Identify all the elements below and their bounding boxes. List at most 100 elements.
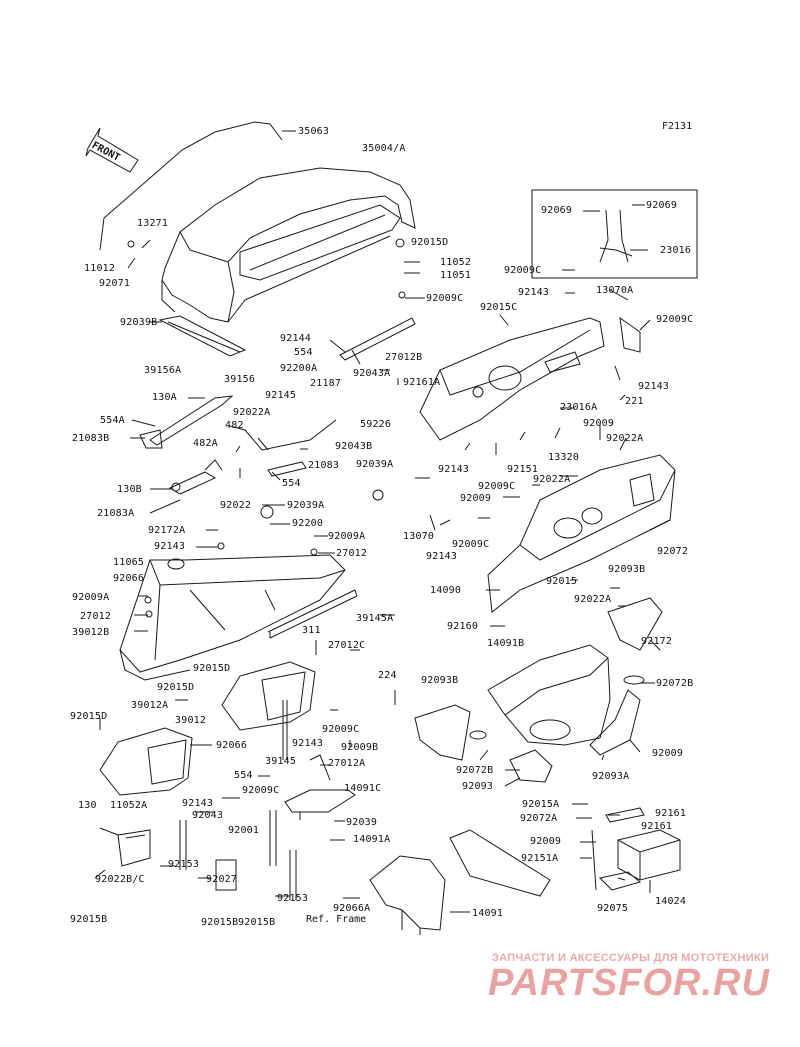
part-label[interactable]: 92075: [597, 903, 629, 914]
part-label[interactable]: 311: [302, 625, 321, 636]
part-label[interactable]: 92071: [99, 278, 131, 289]
part-label[interactable]: 21083A: [97, 508, 135, 519]
part-label[interactable]: 27012: [80, 611, 112, 622]
part-label[interactable]: 92015B: [201, 917, 239, 928]
part-label[interactable]: 92143: [292, 738, 324, 749]
part-label[interactable]: 92072B: [656, 678, 694, 689]
part-label[interactable]: 11065: [113, 557, 145, 568]
part-label[interactable]: 92043: [192, 810, 224, 821]
part-label[interactable]: 92143: [182, 798, 214, 809]
part-label[interactable]: 92066: [216, 740, 248, 751]
part-label[interactable]: 92039: [346, 817, 378, 828]
part-label[interactable]: 92009C: [452, 539, 490, 550]
part-label[interactable]: 482: [225, 420, 244, 431]
part-label[interactable]: 92066A: [333, 903, 371, 914]
part-label[interactable]: 92200: [292, 518, 324, 529]
part-label[interactable]: 92015D: [157, 682, 195, 693]
part-label[interactable]: 92043B: [335, 441, 373, 452]
part-label[interactable]: 92072B: [456, 765, 494, 776]
part-label[interactable]: 92072: [657, 546, 689, 557]
part-label[interactable]: 92022A: [533, 474, 571, 485]
part-label[interactable]: 92069: [646, 200, 678, 211]
part-label[interactable]: 92015A: [522, 799, 560, 810]
part-label[interactable]: 92143: [638, 381, 670, 392]
part-label[interactable]: 130: [78, 800, 97, 811]
part-label[interactable]: 92009C: [478, 481, 516, 492]
part-label[interactable]: 27012B: [385, 352, 423, 363]
part-label[interactable]: 92066: [113, 573, 145, 584]
part-label[interactable]: 13070A: [596, 285, 634, 296]
part-label[interactable]: 39156A: [144, 365, 182, 376]
part-label[interactable]: 92151: [507, 464, 539, 475]
part-label[interactable]: 92015D: [411, 237, 449, 248]
part-label[interactable]: 39145: [265, 756, 297, 767]
part-label[interactable]: 27012: [336, 548, 368, 559]
part-label[interactable]: 92172A: [148, 525, 186, 536]
part-label[interactable]: 482A: [193, 438, 218, 449]
part-label[interactable]: 92093: [462, 781, 494, 792]
part-label[interactable]: 92022A: [574, 594, 612, 605]
part-label[interactable]: 39012: [175, 715, 207, 726]
part-label[interactable]: 92161A: [403, 377, 441, 388]
part-label[interactable]: 92009: [583, 418, 615, 429]
part-label[interactable]: 92143: [438, 464, 470, 475]
part-label[interactable]: 92015: [546, 576, 578, 587]
part-label[interactable]: 13070: [403, 531, 435, 542]
part-label[interactable]: 92172: [641, 636, 673, 647]
part-label[interactable]: 23016A: [560, 402, 598, 413]
part-label[interactable]: 27012A: [328, 758, 366, 769]
part-label[interactable]: 92009C: [504, 265, 542, 276]
part-label[interactable]: 92022B/C: [95, 874, 145, 885]
part-label[interactable]: 92015B: [70, 914, 108, 925]
part-label[interactable]: 14091B: [487, 638, 525, 649]
part-label[interactable]: 130A: [152, 392, 177, 403]
part-label[interactable]: 92093A: [592, 771, 630, 782]
part-label[interactable]: 221: [625, 396, 644, 407]
part-label[interactable]: 11052: [440, 257, 472, 268]
part-label[interactable]: 92015D: [70, 711, 108, 722]
part-label[interactable]: 92144: [280, 333, 312, 344]
part-label[interactable]: 23016: [660, 245, 692, 256]
part-label[interactable]: 35063: [298, 126, 330, 137]
part-label[interactable]: 92022A: [233, 407, 271, 418]
part-label[interactable]: 14091C: [344, 783, 382, 794]
part-label[interactable]: 554: [282, 478, 301, 489]
part-label[interactable]: 92153: [168, 859, 200, 870]
part-label[interactable]: 130B: [117, 484, 142, 495]
part-label[interactable]: 92151A: [521, 853, 559, 864]
part-label[interactable]: 21083B: [72, 433, 110, 444]
part-label[interactable]: 39012B: [72, 627, 110, 638]
part-label[interactable]: 11052A: [110, 800, 148, 811]
part-label[interactable]: 21187: [310, 378, 342, 389]
part-label[interactable]: 92015B: [238, 917, 276, 928]
part-label[interactable]: 11012: [84, 263, 116, 274]
part-label[interactable]: 92093B: [421, 675, 459, 686]
part-label[interactable]: 92009B: [341, 742, 379, 753]
part-label[interactable]: 92069: [541, 205, 573, 216]
part-label[interactable]: 92039A: [287, 500, 325, 511]
part-label[interactable]: 13271: [137, 218, 169, 229]
part-label[interactable]: 92022A: [606, 433, 644, 444]
part-label[interactable]: 14091: [472, 908, 504, 919]
part-label[interactable]: 27012C: [328, 640, 366, 651]
part-label[interactable]: 92143: [518, 287, 550, 298]
part-label[interactable]: 554A: [100, 415, 125, 426]
part-label[interactable]: 92009: [460, 493, 492, 504]
part-label[interactable]: 92015D: [193, 663, 231, 674]
part-label[interactable]: 39145A: [356, 613, 394, 624]
part-label[interactable]: 92093B: [608, 564, 646, 575]
part-label[interactable]: 554: [234, 770, 253, 781]
part-label[interactable]: 92039B: [120, 317, 158, 328]
part-label[interactable]: 92161: [641, 821, 673, 832]
part-label[interactable]: 92160: [447, 621, 479, 632]
part-label[interactable]: 92009: [530, 836, 562, 847]
part-label[interactable]: 92015C: [480, 302, 518, 313]
part-label[interactable]: 14091A: [353, 834, 391, 845]
part-label[interactable]: 92143: [426, 551, 458, 562]
part-label[interactable]: 92009C: [426, 293, 464, 304]
part-label[interactable]: 13320: [548, 452, 580, 463]
part-label[interactable]: 92009A: [328, 531, 366, 542]
part-label[interactable]: 92039A: [356, 459, 394, 470]
part-label[interactable]: 59226: [360, 419, 392, 430]
part-label[interactable]: 92161: [655, 808, 687, 819]
